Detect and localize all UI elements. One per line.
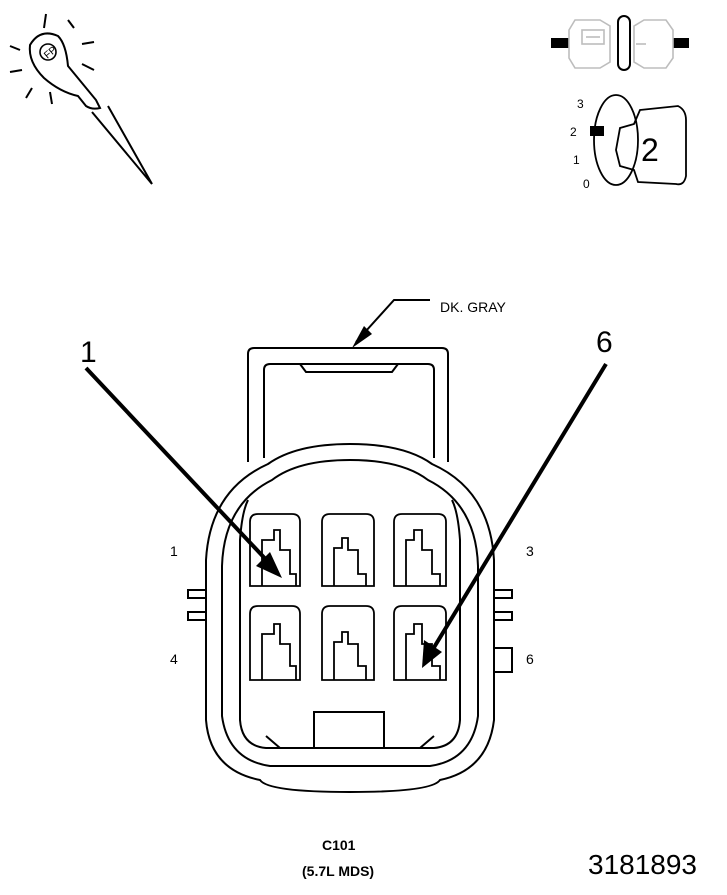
wire-color-label: DK. GRAY: [440, 299, 507, 315]
connector-variant: (5.7L MDS): [302, 863, 374, 879]
ignition-key-icon: [590, 94, 687, 186]
cavity-5: [321, 605, 375, 681]
terminal-cavities: [249, 513, 447, 681]
callout-arrow-6: [422, 362, 608, 668]
ignition-position-3: 3: [577, 97, 584, 111]
connector-body: [187, 347, 513, 794]
cavity-label-6: 6: [526, 651, 534, 667]
ignition-position-2: 2: [570, 125, 577, 139]
cavity-1: [249, 513, 301, 587]
cavity-6: [393, 605, 447, 681]
cavity-2: [321, 513, 375, 587]
cavity-4: [249, 605, 301, 681]
ignition-selected-position: 2: [641, 132, 659, 168]
callout-label-6: 6: [596, 326, 613, 359]
disconnect-connector-icon: [551, 15, 689, 71]
callout-label-1: 1: [80, 336, 97, 369]
cavity-label-1: 1: [170, 543, 178, 559]
cavity-3: [393, 513, 447, 587]
ignition-position-0: 0: [583, 177, 590, 191]
ignition-position-1: 1: [573, 153, 580, 167]
connector-name: C101: [322, 837, 356, 853]
cavity-label-3: 3: [526, 543, 534, 559]
wire-color-leader: [352, 299, 430, 348]
figure-id: 3181893: [588, 849, 697, 880]
cavity-label-4: 4: [170, 651, 178, 667]
test-probe-icon: FP: [9, 13, 153, 185]
callout-arrow-1: [84, 366, 282, 578]
